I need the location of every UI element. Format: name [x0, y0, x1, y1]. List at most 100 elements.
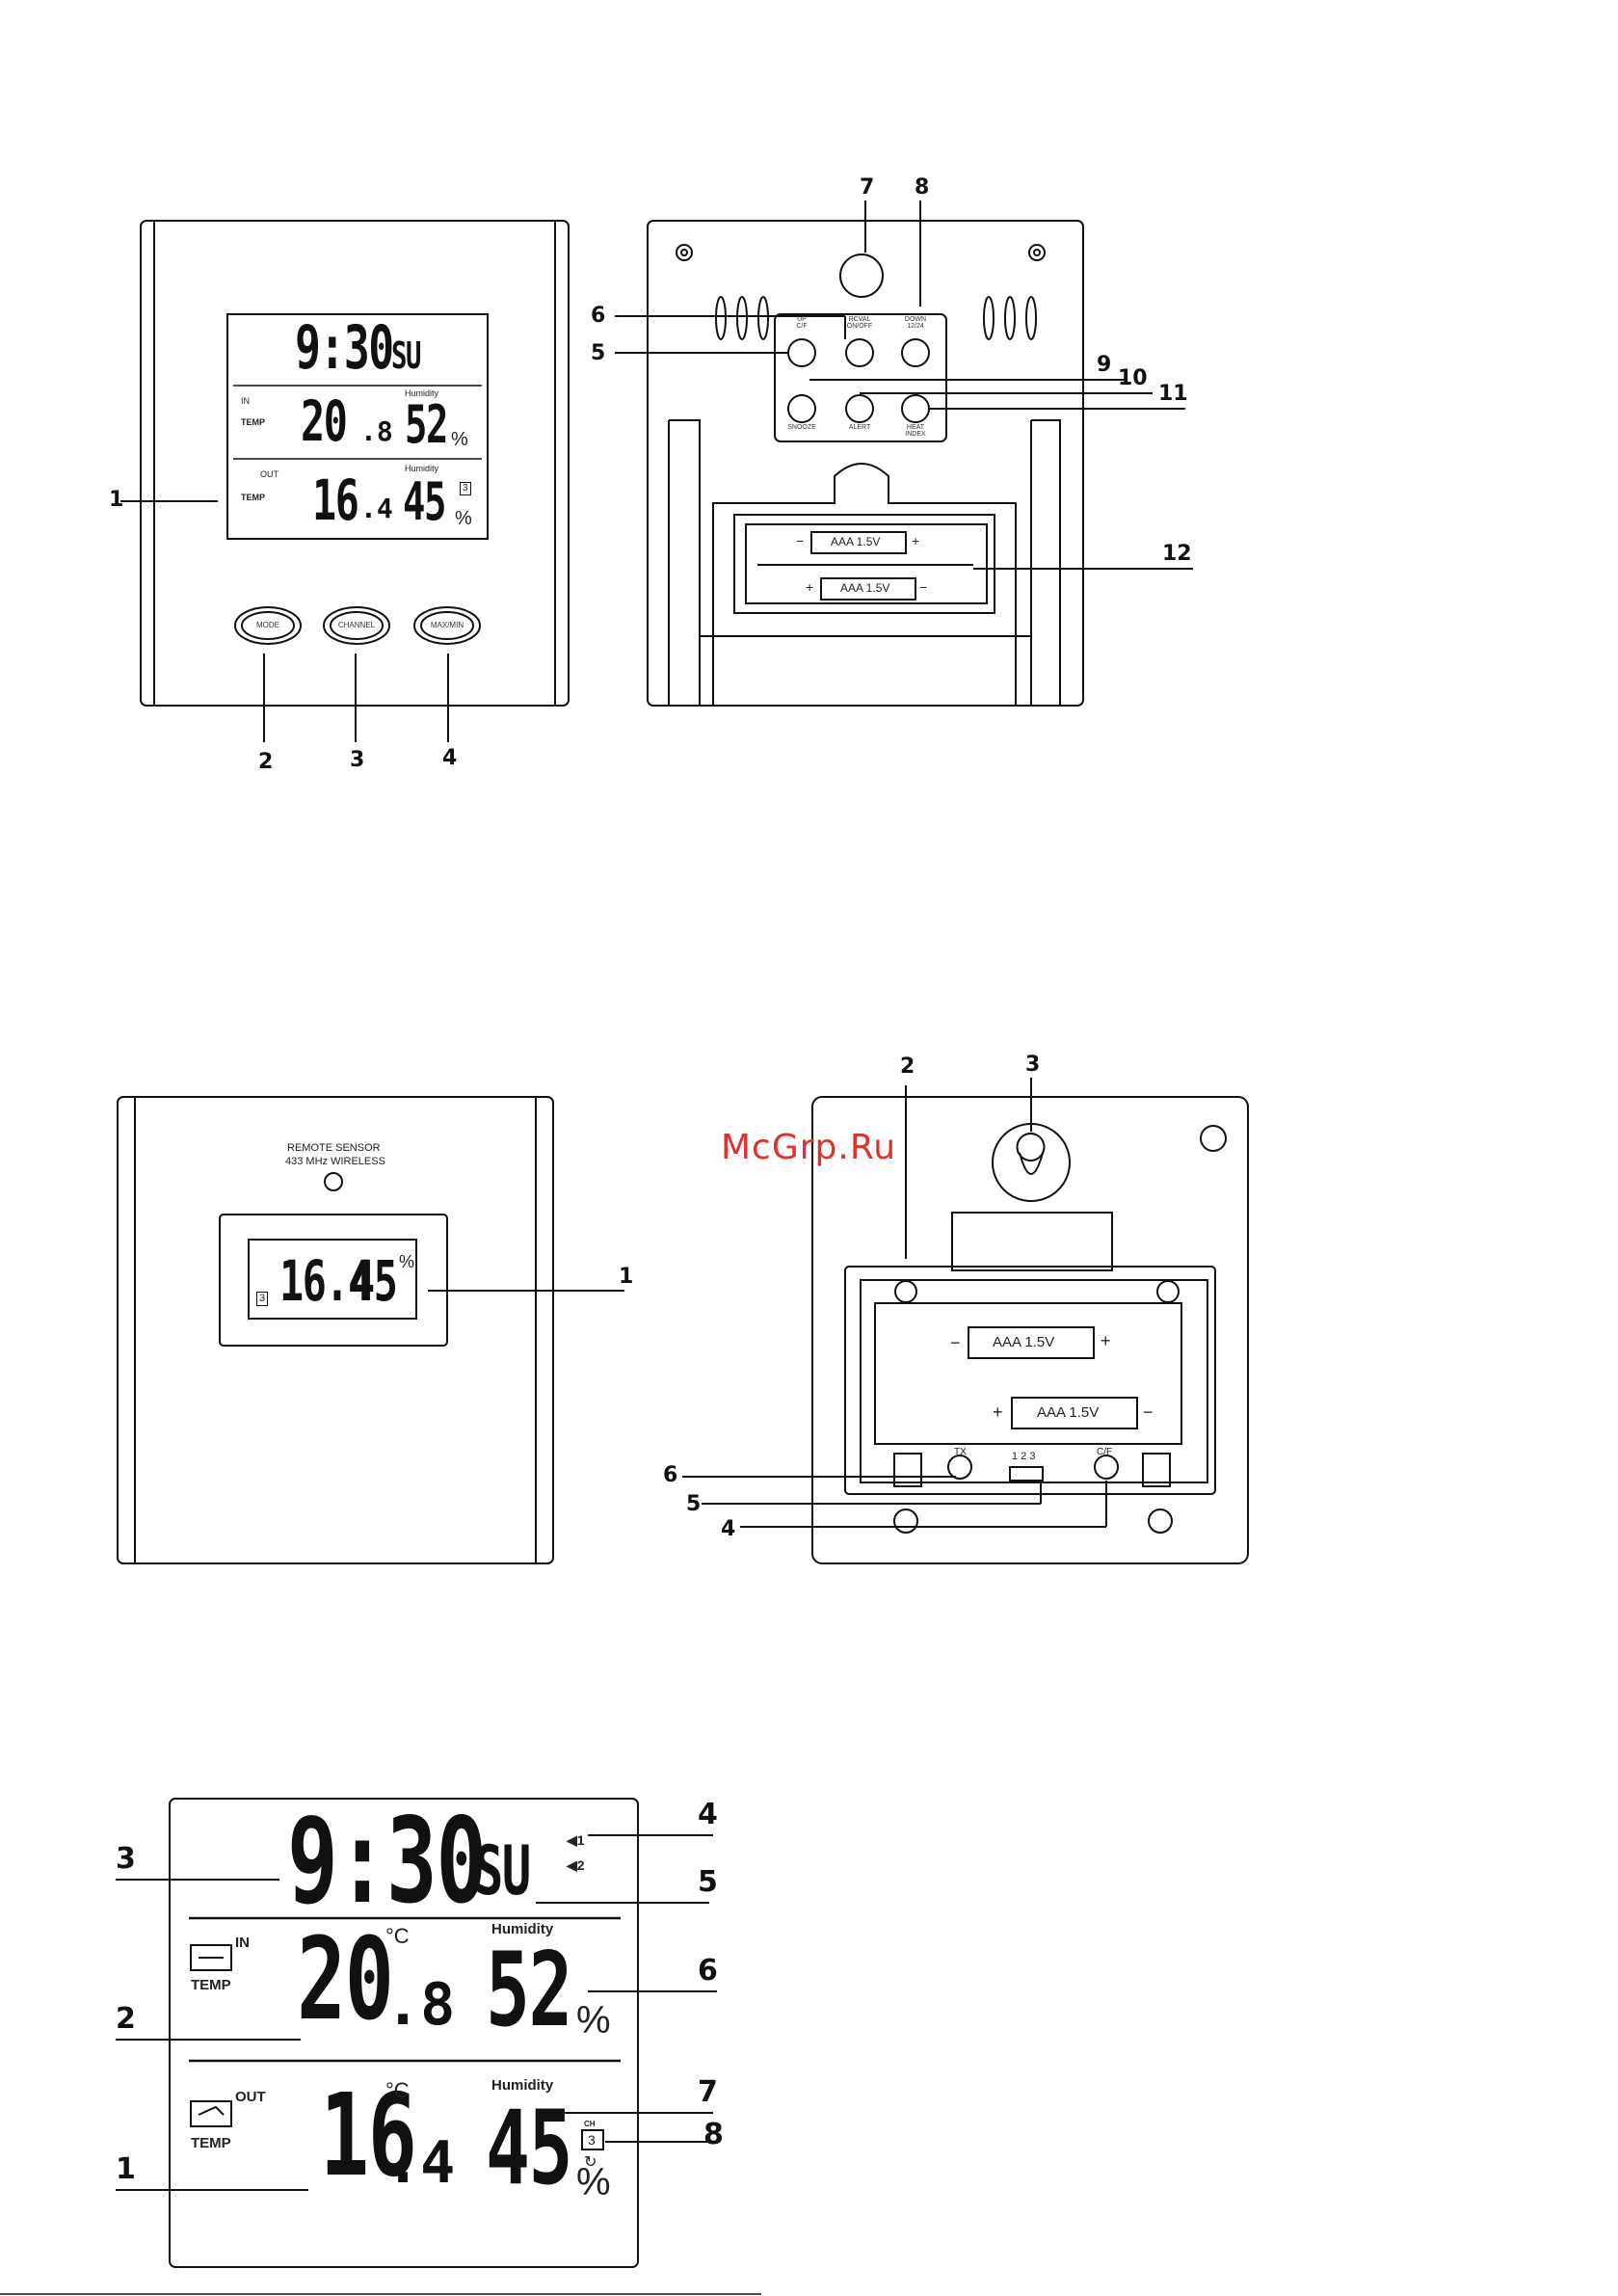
- down-button-label: DOWN 12/24: [904, 316, 927, 330]
- fig3-ch-label: CH: [584, 2120, 596, 2128]
- callout-4: 4: [442, 746, 458, 770]
- sensor-battery-1: AAA 1.5V: [993, 1334, 1055, 1350]
- fig1-out-temp-dec: .4: [360, 493, 393, 524]
- up-cf-button-label: UP C/F: [796, 316, 808, 330]
- fig3-out-unit: °C: [385, 2078, 410, 2102]
- fig1-out-humidity: 45: [403, 471, 446, 532]
- fig1-humidity-label-in: Humidity: [405, 388, 439, 398]
- fig1-out-temp: 16: [312, 467, 359, 533]
- fig1-out-percent: %: [455, 508, 472, 529]
- rcval-button-label: RCVAL ON/OFF: [846, 316, 873, 330]
- sensor-callout-5: 5: [686, 1492, 702, 1516]
- sensor-callout-2: 2: [900, 1055, 915, 1079]
- alarm1-icon: ◀1: [567, 1832, 585, 1848]
- lcd-detail-frame: [169, 1798, 639, 2268]
- fig1-in-humidity: 52: [405, 394, 448, 455]
- sensor-minus-1: −: [950, 1333, 961, 1352]
- callout-2: 2: [258, 750, 274, 774]
- fig1-temp-label-in: TEMP: [241, 417, 266, 427]
- snooze-button-label: SNOOZE: [787, 424, 816, 431]
- callout-3: 3: [350, 748, 365, 772]
- fig1-battery-1: AAA 1.5V: [831, 535, 881, 548]
- fig3-in-unit: °C: [385, 1924, 410, 1948]
- fig3-humidity-label-in: Humidity: [491, 1921, 554, 1937]
- fig3-callout-7: 7: [698, 2075, 718, 2109]
- fig1-time: 9:30: [295, 312, 394, 383]
- fig3-time: 9:30: [287, 1793, 487, 1930]
- mode-button[interactable]: MODE: [256, 621, 279, 629]
- fig3-callout-3: 3: [116, 1842, 136, 1876]
- callout-10: 10: [1118, 366, 1148, 390]
- fig1-day: SU: [391, 334, 422, 377]
- sensor-percent: %: [399, 1252, 415, 1271]
- sensor-title-line2: 433 MHz WIRELESS: [285, 1156, 385, 1167]
- plus-sign-1: +: [912, 533, 920, 548]
- station-front-body: [140, 220, 570, 707]
- fig1-in-temp-dec: .8: [360, 415, 393, 447]
- fig1-in-percent: %: [451, 429, 468, 450]
- alert-button-label: ALERT: [848, 424, 871, 431]
- sensor-minus-2: −: [1143, 1402, 1154, 1422]
- sensor-battery-2: AAA 1.5V: [1037, 1404, 1100, 1421]
- fig1-out-label: OUT: [260, 469, 279, 479]
- fig3-in-temp: 20: [297, 1912, 394, 2045]
- fig3-callout-1: 1: [116, 2152, 136, 2186]
- alarm1-label: 1: [576, 1832, 585, 1848]
- fig3-callout-4: 4: [698, 1798, 718, 1831]
- fig1-battery-2: AAA 1.5V: [840, 581, 890, 595]
- sensor-temp: 16.4: [279, 1248, 372, 1314]
- callout-1: 1: [109, 488, 124, 512]
- callout-9: 9: [1097, 353, 1112, 377]
- plus-sign-2: +: [806, 579, 814, 595]
- fig3-out-humidity: 45: [486, 2089, 572, 2207]
- fig1-in-temp: 20: [301, 388, 348, 454]
- sensor-callout-3: 3: [1025, 1053, 1041, 1077]
- station-front-lcd: [226, 313, 489, 540]
- max-min-button[interactable]: MAX/MIN: [430, 621, 464, 629]
- fig3-temp-label-out: TEMP: [191, 2135, 231, 2151]
- fig3-out-temp-dec: .4: [385, 2129, 456, 2197]
- sensor-front-body: [117, 1096, 554, 1564]
- fig3-in-percent: %: [576, 1999, 611, 2042]
- fig3-callout-6: 6: [698, 1954, 718, 1988]
- sensor-callout-4: 4: [721, 1517, 736, 1541]
- fig3-callout-5: 5: [698, 1865, 718, 1899]
- alarm2-icon: ◀2: [567, 1857, 585, 1873]
- callout-11: 11: [1158, 382, 1188, 406]
- minus-sign-1: −: [796, 533, 805, 548]
- sensor-humidity: 45: [351, 1248, 398, 1314]
- sensor-channel: 3: [256, 1292, 269, 1306]
- callout-5: 5: [591, 341, 606, 365]
- watermark: McGrp.Ru: [721, 1128, 897, 1167]
- sensor-plus-2: +: [993, 1402, 1003, 1422]
- fig3-callout-2: 2: [116, 2002, 136, 2036]
- minus-sign-2: −: [919, 579, 928, 595]
- sensor-callout-6: 6: [663, 1463, 678, 1487]
- callout-12: 12: [1162, 542, 1192, 566]
- fig3-in-temp-dec: .8: [385, 1971, 456, 2039]
- fig3-temp-label-in: TEMP: [191, 1977, 231, 1993]
- alarm2-label: 2: [576, 1857, 585, 1873]
- fig3-callout-8: 8: [703, 2118, 724, 2151]
- fig3-humidity-label-out: Humidity: [491, 2077, 554, 2094]
- fig3-out-temp: 16: [320, 2069, 417, 2202]
- channel-button[interactable]: CHANNEL: [337, 621, 376, 629]
- fig1-humidity-label-out: Humidity: [405, 464, 439, 473]
- fig3-day: SU: [474, 1831, 531, 1910]
- cf-label: C/F: [1097, 1447, 1113, 1457]
- sensor-callout-1: 1: [619, 1265, 634, 1289]
- fig3-in-label: IN: [235, 1935, 250, 1951]
- fig3-out-label: OUT: [235, 2089, 266, 2105]
- tx-label: TX: [954, 1447, 967, 1457]
- fig3-out-percent: %: [576, 2161, 611, 2203]
- channel-switch-label: 1 2 3: [1012, 1451, 1036, 1462]
- callout-7: 7: [860, 175, 875, 200]
- sensor-plus-1: +: [1101, 1331, 1111, 1350]
- sensor-title-line1: REMOTE SENSOR: [287, 1142, 381, 1154]
- fig1-in-label: IN: [241, 396, 250, 406]
- fig1-temp-label-out: TEMP: [241, 493, 266, 502]
- callout-8: 8: [915, 175, 930, 200]
- heat-index-button-label: HEAT INDEX: [905, 424, 926, 438]
- callout-6: 6: [591, 304, 606, 328]
